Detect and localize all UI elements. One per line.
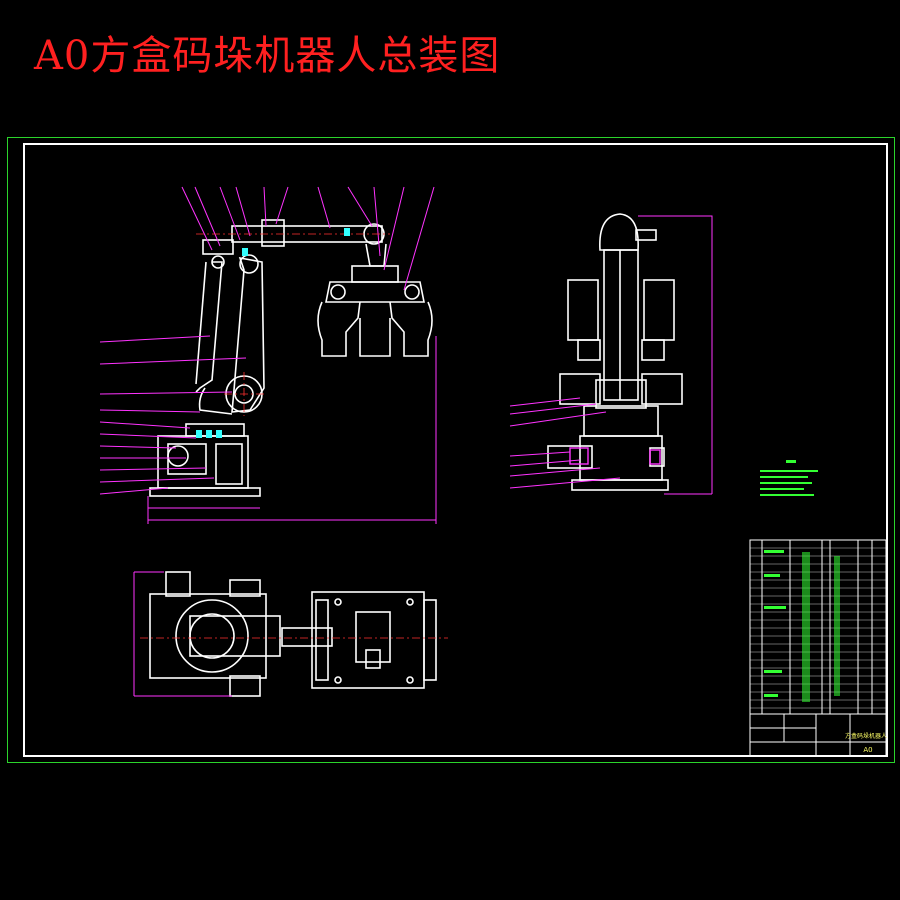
side-shoulder-left: [559, 373, 601, 405]
top-view: [149, 571, 437, 697]
parts-list-text-marks: [764, 550, 840, 702]
title-block: [749, 713, 887, 757]
parts-list-rows: [750, 547, 886, 709]
technical-notes: [760, 460, 818, 496]
base-motor: [167, 445, 189, 467]
gripper-finger-left: [317, 301, 361, 357]
elbow-joint: [239, 254, 259, 274]
top-turntable: [175, 599, 249, 673]
side-base-plate: [571, 479, 669, 491]
front-view: [149, 219, 433, 497]
parts-list-table: [749, 539, 887, 715]
rear-link: [195, 261, 223, 393]
front-dimension-line: [147, 336, 437, 524]
side-view: [547, 213, 683, 491]
base-plate: [149, 487, 261, 497]
side-motor-left: [567, 279, 599, 341]
gripper-finger-right: [389, 301, 433, 357]
side-motor-right: [643, 279, 675, 341]
side-height-dimension: [638, 215, 713, 495]
drawing-title: A0方盒码垛机器人总装图: [34, 33, 501, 79]
wrist-flange: [351, 265, 399, 283]
side-arm-column: [603, 249, 639, 401]
gripper-body: [325, 281, 425, 303]
title-block-sheet-size: A0: [863, 746, 872, 754]
inner-drawing-border: [23, 143, 888, 757]
side-shoulder-right: [641, 373, 683, 405]
top-base: [149, 593, 267, 679]
outer-sheet-frame: [7, 137, 895, 763]
side-wrist-head: [599, 213, 639, 251]
top-view-dimension: [133, 571, 232, 697]
turntable: [185, 423, 245, 437]
top-upper-arm: [281, 627, 333, 647]
front-center-lines: [196, 233, 390, 416]
title-block-drawing-name: 方盒码垛机器人: [845, 732, 887, 740]
side-view-leaders: [509, 215, 713, 495]
part-tags: [196, 228, 350, 438]
front-view-leaders: [99, 186, 437, 524]
